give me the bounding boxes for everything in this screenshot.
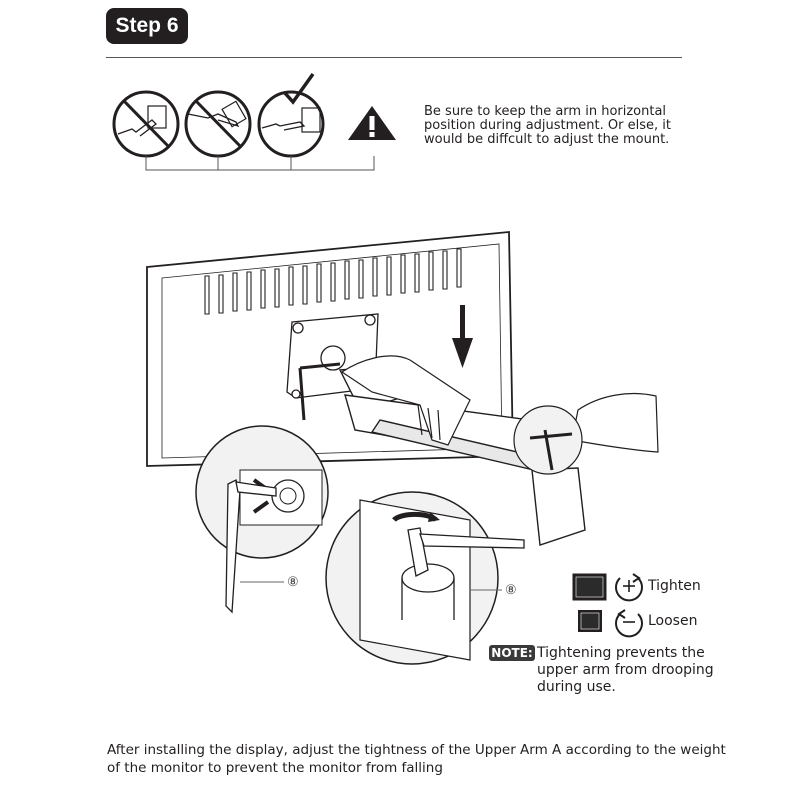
hex-key-top [298, 362, 341, 421]
tighten-label: Tighten [648, 578, 701, 594]
joint-detail-right [513, 405, 583, 475]
arm-horizontal-check-icon [257, 72, 325, 158]
caption-line: of the monitor to prevent the monitor fr… [107, 760, 443, 776]
vent-slots [204, 248, 462, 315]
instruction-caption: After installing the display, adjust the… [107, 741, 747, 777]
warning-message: Be sure to keep the arm in horizontal po… [424, 105, 674, 147]
warning-line: Be sure to keep the arm in horizontal [424, 104, 667, 119]
header-divider [106, 57, 682, 58]
loosen-icon [615, 609, 643, 638]
tighten-icon [615, 573, 643, 602]
callout-8-right: ⑧ [505, 583, 517, 598]
zoom-detail-left: ⑧ [195, 425, 329, 614]
warning-triangle-icon [348, 106, 396, 140]
tighten-legend [572, 573, 643, 602]
caption-line: After installing the display, adjust the… [107, 742, 726, 758]
no-arm-raised-icon [112, 90, 180, 158]
loosen-legend [578, 609, 643, 638]
warning-line: position during adjustment. Or else, it [424, 118, 671, 133]
warning-line: would be diffcult to adjust the mount. [424, 132, 670, 147]
down-arrow-icon [452, 305, 473, 368]
note-text: Tightening prevents the upper arm from d… [537, 645, 737, 696]
note-badge: NOTE: [489, 645, 535, 661]
loosen-label: Loosen [648, 613, 698, 629]
callout-8-left: ⑧ [287, 575, 299, 590]
step-badge: Step 6 [106, 8, 188, 44]
zoom-detail-right: ⑧ [325, 491, 525, 665]
note-line: upper arm from drooping [537, 662, 714, 678]
note-line: during use. [537, 679, 616, 695]
no-arm-lowered-icon [184, 90, 252, 158]
hands [340, 355, 659, 453]
note-line: Tightening prevents the [537, 645, 705, 661]
